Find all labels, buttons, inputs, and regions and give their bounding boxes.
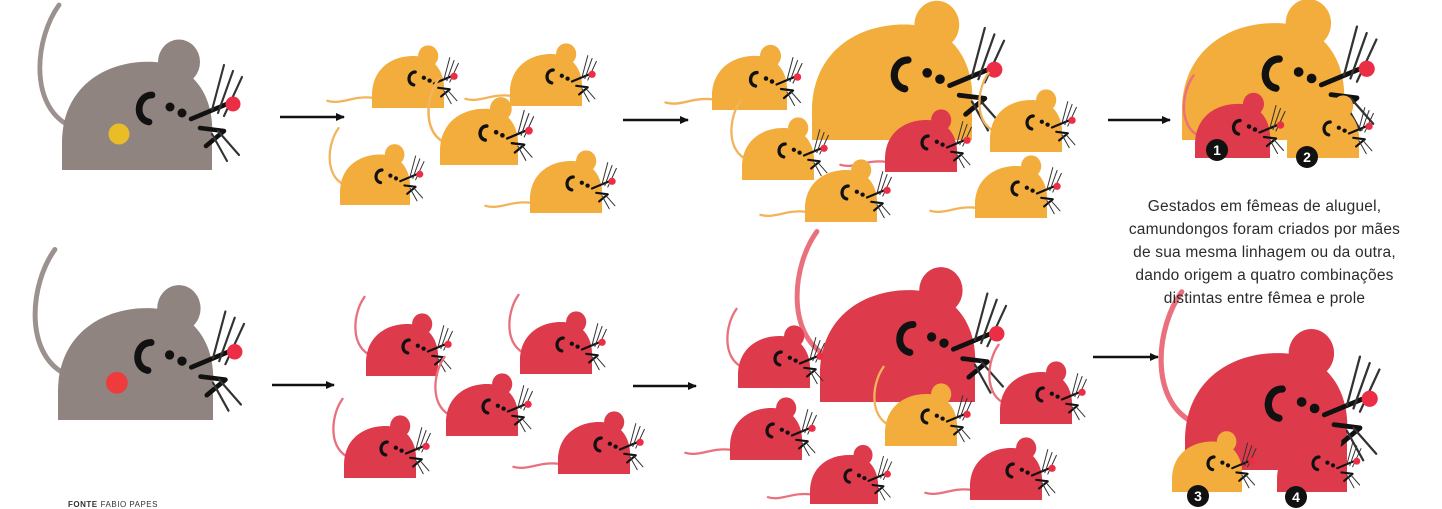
red-mouse-icon <box>989 345 1086 424</box>
red-mouse-icon <box>333 399 430 478</box>
red-mouse-icon <box>355 297 452 376</box>
mother-mouse-result-3-4 <box>1161 292 1379 470</box>
red-mouse-icon <box>513 411 644 474</box>
founder-mouse-yellow-marker <box>40 5 242 170</box>
marker-dot <box>106 372 128 394</box>
number-badge-icon: 1 <box>1206 139 1228 161</box>
red-mouse-icon <box>685 397 816 460</box>
marker-dot <box>109 124 130 145</box>
orange-mouse-icon <box>979 73 1076 152</box>
red-mouse-icon <box>509 295 606 374</box>
red-mouse-icon <box>727 309 824 388</box>
caption-line: distintas entre fêmea e prole <box>1092 287 1437 310</box>
red-mouse-icon <box>435 357 532 436</box>
orange-mouse-icon <box>327 45 458 108</box>
number-badge-icon: 2 <box>1296 146 1318 168</box>
founder-mouse-red-marker <box>35 250 244 421</box>
orange-mouse-icon <box>465 43 596 106</box>
orange-mouse-icon <box>666 45 803 110</box>
orange-mouse-icon <box>330 128 424 205</box>
number-badge-label: 2 <box>1303 149 1311 165</box>
number-badge-label: 4 <box>1292 489 1300 505</box>
caption-line: camundongos foram criados por mães <box>1092 218 1437 241</box>
caption-line: dando origem a quatro combinações <box>1092 264 1437 287</box>
caption-line: Gestados em fêmeas de aluguel, <box>1092 195 1437 218</box>
number-badge-icon: 4 <box>1285 486 1307 508</box>
number-badge-icon: 3 <box>1187 485 1209 507</box>
number-badge-label: 3 <box>1194 488 1202 504</box>
red-mouse-icon <box>797 232 1006 403</box>
orange-mouse-icon <box>812 1 1004 140</box>
caption-line: de sua mesma linhagem ou da outra, <box>1092 241 1437 264</box>
red-mouse-icon <box>925 437 1056 500</box>
number-badge-label: 1 <box>1213 142 1221 158</box>
caption: Gestados em fêmeas de aluguel, camundong… <box>1092 195 1437 310</box>
